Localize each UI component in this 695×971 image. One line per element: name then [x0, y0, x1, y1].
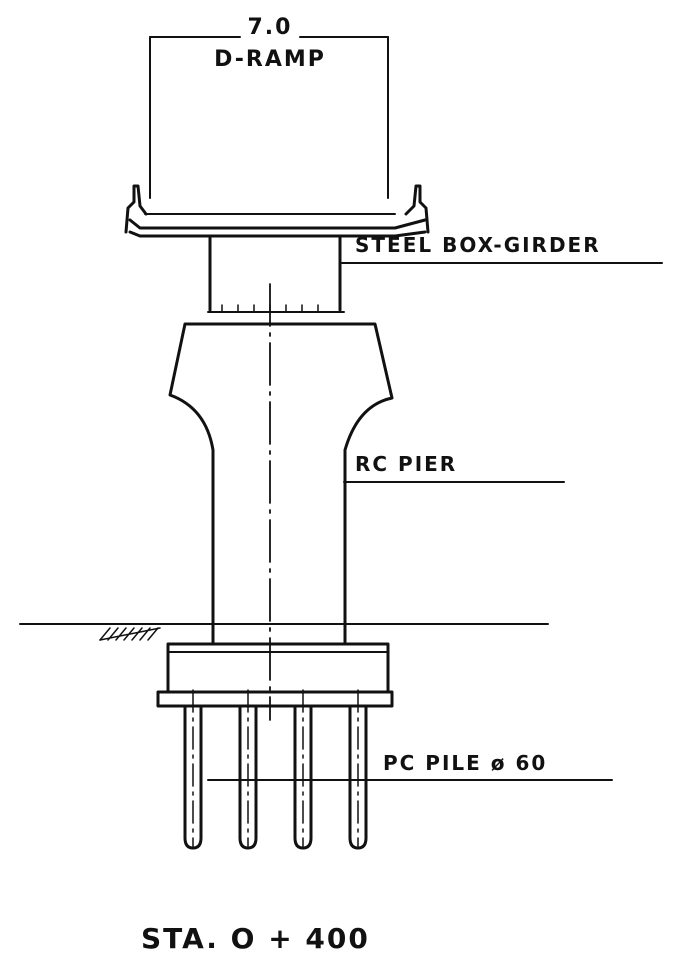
steel-box-girder-label: STEEL BOX-GIRDER — [355, 233, 601, 257]
right-barrier — [404, 184, 430, 234]
pile-4 — [348, 689, 368, 850]
station-label: STA. O + 400 — [141, 922, 370, 955]
deck-name-label: D-RAMP — [214, 47, 326, 72]
deck-width-dimension: 7.0 — [248, 15, 293, 40]
ground-hatch — [99, 627, 161, 641]
pile-1 — [183, 689, 203, 850]
deck-dimension-line — [149, 36, 389, 199]
deck-slab — [128, 213, 427, 238]
steel-box-girder — [207, 236, 345, 313]
pile-cap — [156, 642, 394, 708]
rc-pier-label: RC PIER — [355, 452, 457, 476]
rc-pier — [168, 322, 394, 644]
left-barrier — [124, 184, 148, 234]
pc-piles — [183, 689, 368, 850]
pile-3 — [293, 689, 313, 850]
pc-pile-label: PC PILE ø 60 — [383, 751, 547, 775]
pile-2 — [238, 689, 258, 850]
